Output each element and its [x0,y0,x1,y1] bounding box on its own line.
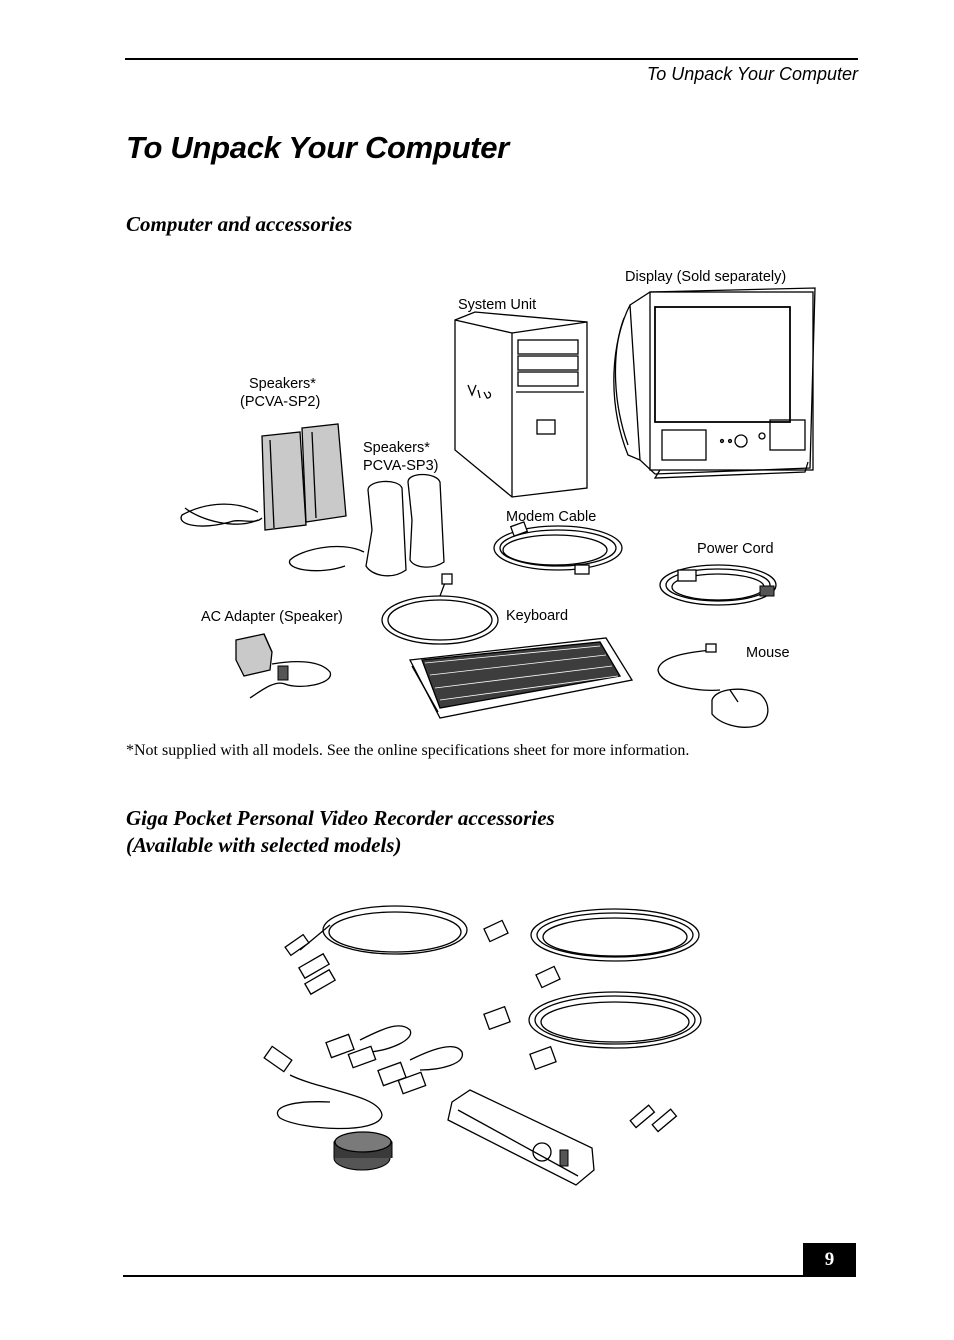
audio-cable-illustration [284,905,468,996]
label-speakers-sp2-line1: Speakers* [249,376,316,392]
batteries-illustration [629,1104,678,1133]
label-power-cord: Power Cord [697,541,774,557]
label-keyboard: Keyboard [506,608,569,624]
section-heading-computer-accessories: Computer and accessories [126,212,353,236]
header-rule [125,58,858,60]
system-unit-illustration [454,311,588,498]
label-system-unit: System Unit [458,297,537,313]
video-cable-illustration [483,908,700,989]
remote-control-illustration [447,1089,595,1186]
label-modem-cable: Modem Cable [506,509,597,525]
label-display: Display (Sold separately) [625,269,787,285]
giga-pocket-accessories-illustration [263,905,702,1186]
label-mouse: Mouse [746,645,790,661]
footer-rule [123,1275,856,1277]
display-illustration [613,287,816,479]
adapter-cables-illustration [325,1025,463,1095]
section-heading-giga-pocket-line2: (Available with selected models) [126,833,402,857]
ac-adapter-illustration [235,633,331,699]
page-title: To Unpack Your Computer [126,130,509,165]
page-number: 9 [803,1243,856,1277]
modem-cable-illustration [493,521,623,575]
label-speakers-sp2-line2: (PCVA-SP2) [240,394,321,410]
footnote: *Not supplied with all models. See the o… [126,742,690,759]
section-heading-giga-pocket-line1: Giga Pocket Personal Video Recorder acce… [126,806,555,830]
running-head: To Unpack Your Computer [646,64,858,84]
computer-accessories-illustration [180,287,816,728]
speakers-sp3-illustration [289,473,445,577]
label-speakers-sp3-line2: PCVA-SP3) [363,458,439,474]
label-speakers-sp3-line1: Speakers* [363,440,430,456]
ir-blaster-illustration [263,1045,393,1171]
label-ac-adapter: AC Adapter (Speaker) [201,609,343,625]
keyboard-cable-illustration [381,573,499,645]
keyboard-illustration [408,637,634,719]
power-cord-illustration [659,564,777,606]
mouse-illustration [657,643,769,728]
s-video-cable-illustration [483,991,702,1071]
speakers-sp2-illustration [180,423,347,531]
